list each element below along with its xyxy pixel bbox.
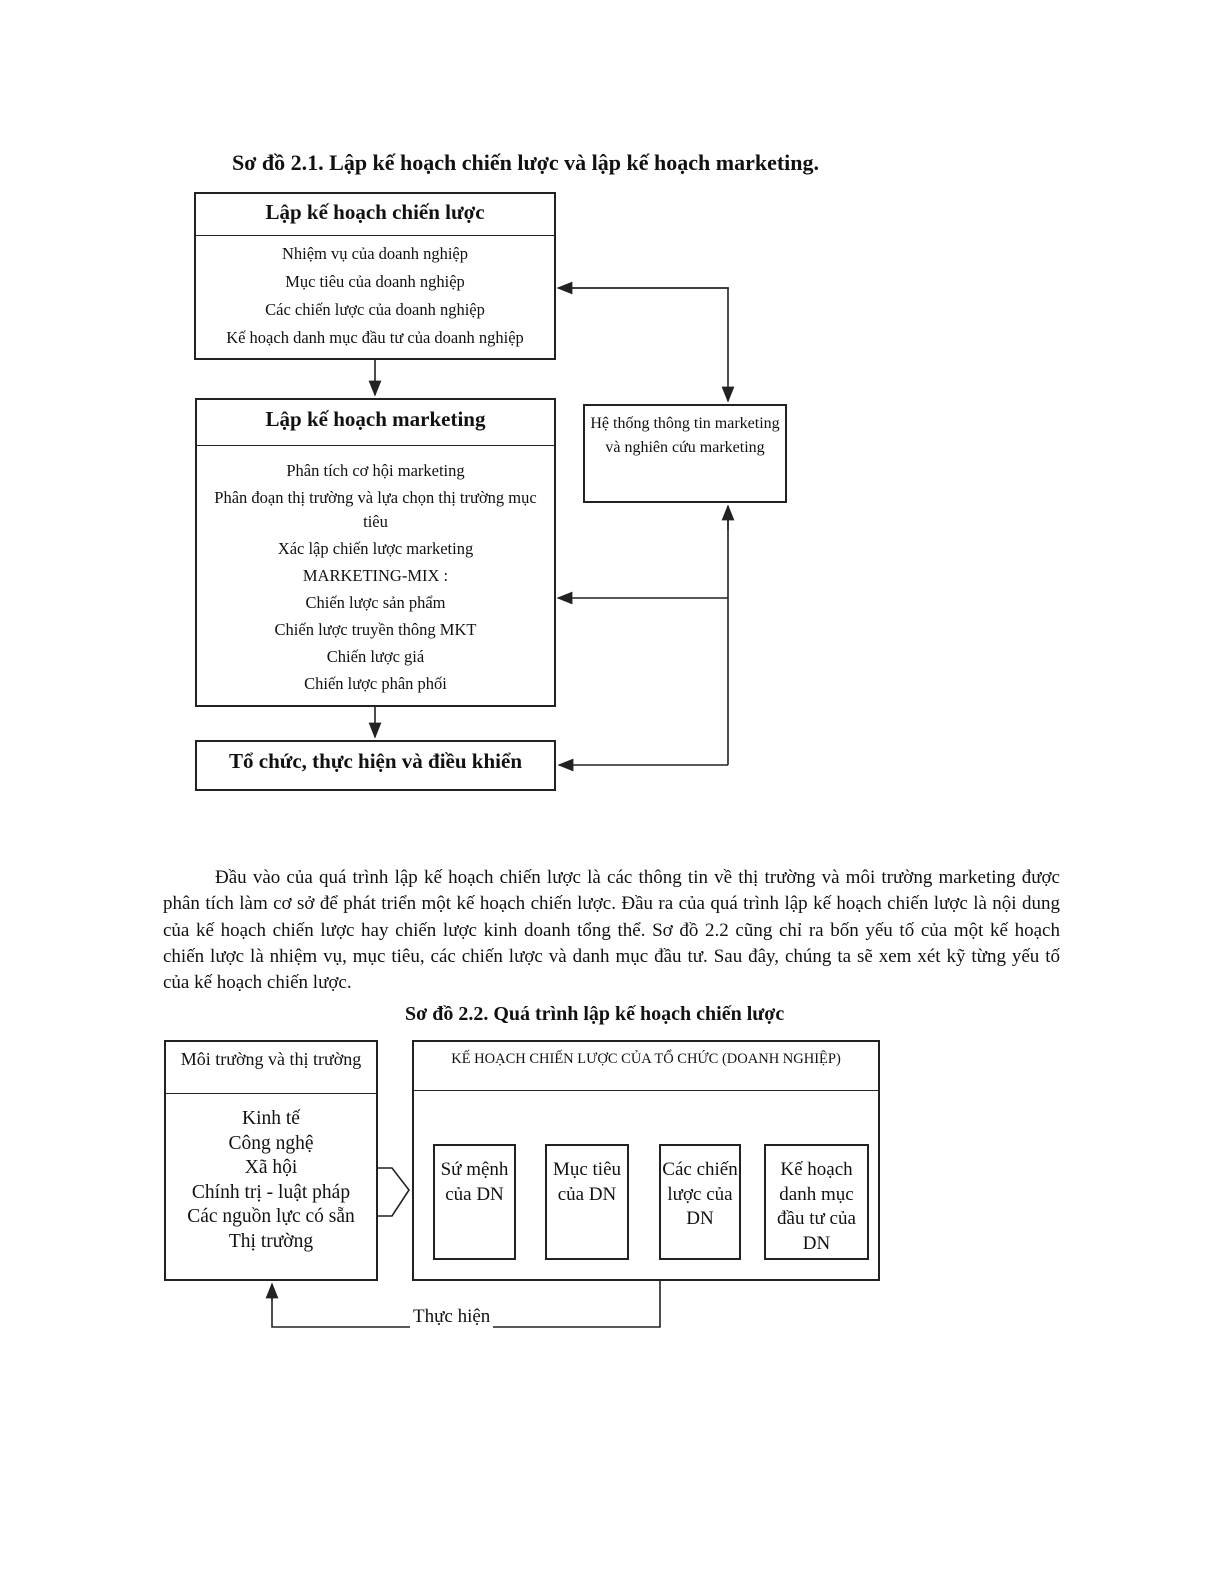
environment-item: Các nguồn lực có sẵn bbox=[187, 1206, 355, 1227]
marketing-item: Chiến lược giá bbox=[326, 647, 425, 666]
step-portfolio: Kế hoạch danh mục đầu tư của DN bbox=[764, 1144, 869, 1260]
strategic-item: Mục tiêu của doanh nghiệp bbox=[285, 272, 465, 291]
marketing-item: Phân đoạn thị trường và lựa chọn thị trư… bbox=[214, 488, 537, 531]
environment-item: Công nghệ bbox=[228, 1132, 314, 1154]
strategic-planning-header: Lập kế hoạch chiến lược bbox=[196, 194, 554, 236]
hollow-arrow-env-to-plan bbox=[378, 1167, 410, 1217]
marketing-item: Chiến lược phân phối bbox=[304, 674, 447, 693]
environment-market-box: Môi trường và thị trường Kinh tế Công ng… bbox=[164, 1040, 378, 1281]
marketing-planning-header: Lập kế hoạch marketing bbox=[197, 400, 554, 446]
paragraph-text: Đầu vào của quá trình lập kế hoạch chiến… bbox=[163, 867, 1060, 994]
marketing-planning-box: Lập kế hoạch marketing Phân tích cơ hội … bbox=[195, 398, 556, 707]
execute-label: Thực hiện bbox=[410, 1306, 494, 1328]
step-mission: Sứ mệnh của DN bbox=[433, 1144, 516, 1260]
organize-execute-box: Tổ chức, thực hiện và điều khiển bbox=[195, 740, 556, 791]
marketing-item: Xác lập chiến lược marketing bbox=[277, 539, 474, 558]
strategic-planning-box: Lập kế hoạch chiến lược Nhiệm vụ của doa… bbox=[194, 192, 556, 360]
marketing-item: Phân tích cơ hội marketing bbox=[286, 461, 465, 480]
body-paragraph: Đầu vào của quá trình lập kế hoạch chiến… bbox=[163, 865, 1060, 996]
environment-market-header: Môi trường và thị trường bbox=[166, 1042, 376, 1094]
strategic-plan-header: KẾ HOẠCH CHIẾN LƯỢC CỦA TỔ CHỨC (DOANH N… bbox=[414, 1042, 878, 1091]
diagram-2-title: Sơ đồ 2.2. Quá trình lập kế hoạch chiến … bbox=[405, 1003, 785, 1025]
strategic-item: Nhiệm vụ của doanh nghiệp bbox=[281, 244, 469, 263]
environment-item: Xã hội bbox=[244, 1157, 298, 1178]
marketing-item: Chiến lược sản phẩm bbox=[305, 593, 446, 612]
organize-execute-header: Tổ chức, thực hiện và điều khiển bbox=[229, 749, 522, 773]
environment-item: Kinh tế bbox=[242, 1108, 300, 1129]
info-system-text: Hệ thống thông tin marketing và nghiên c… bbox=[590, 415, 780, 456]
step-strategies: Các chiến lược của DN bbox=[659, 1144, 741, 1260]
marketing-item: Chiến lược truyền thông MKT bbox=[274, 620, 477, 639]
marketing-item: MARKETING-MIX : bbox=[302, 566, 449, 585]
strategic-item: Kế hoạch danh mục đầu tư của doanh nghiệ… bbox=[226, 328, 524, 347]
environment-item: Chính trị - luật pháp bbox=[191, 1181, 351, 1203]
info-system-box: Hệ thống thông tin marketing và nghiên c… bbox=[583, 404, 787, 503]
strategic-item: Các chiến lược của doanh nghiệp bbox=[265, 300, 485, 319]
step-goals: Mục tiêu của DN bbox=[545, 1144, 629, 1260]
diagram-1-title: Sơ đồ 2.1. Lập kế hoạch chiến lược và lậ… bbox=[232, 150, 820, 175]
environment-item: Thị trường bbox=[228, 1230, 314, 1252]
